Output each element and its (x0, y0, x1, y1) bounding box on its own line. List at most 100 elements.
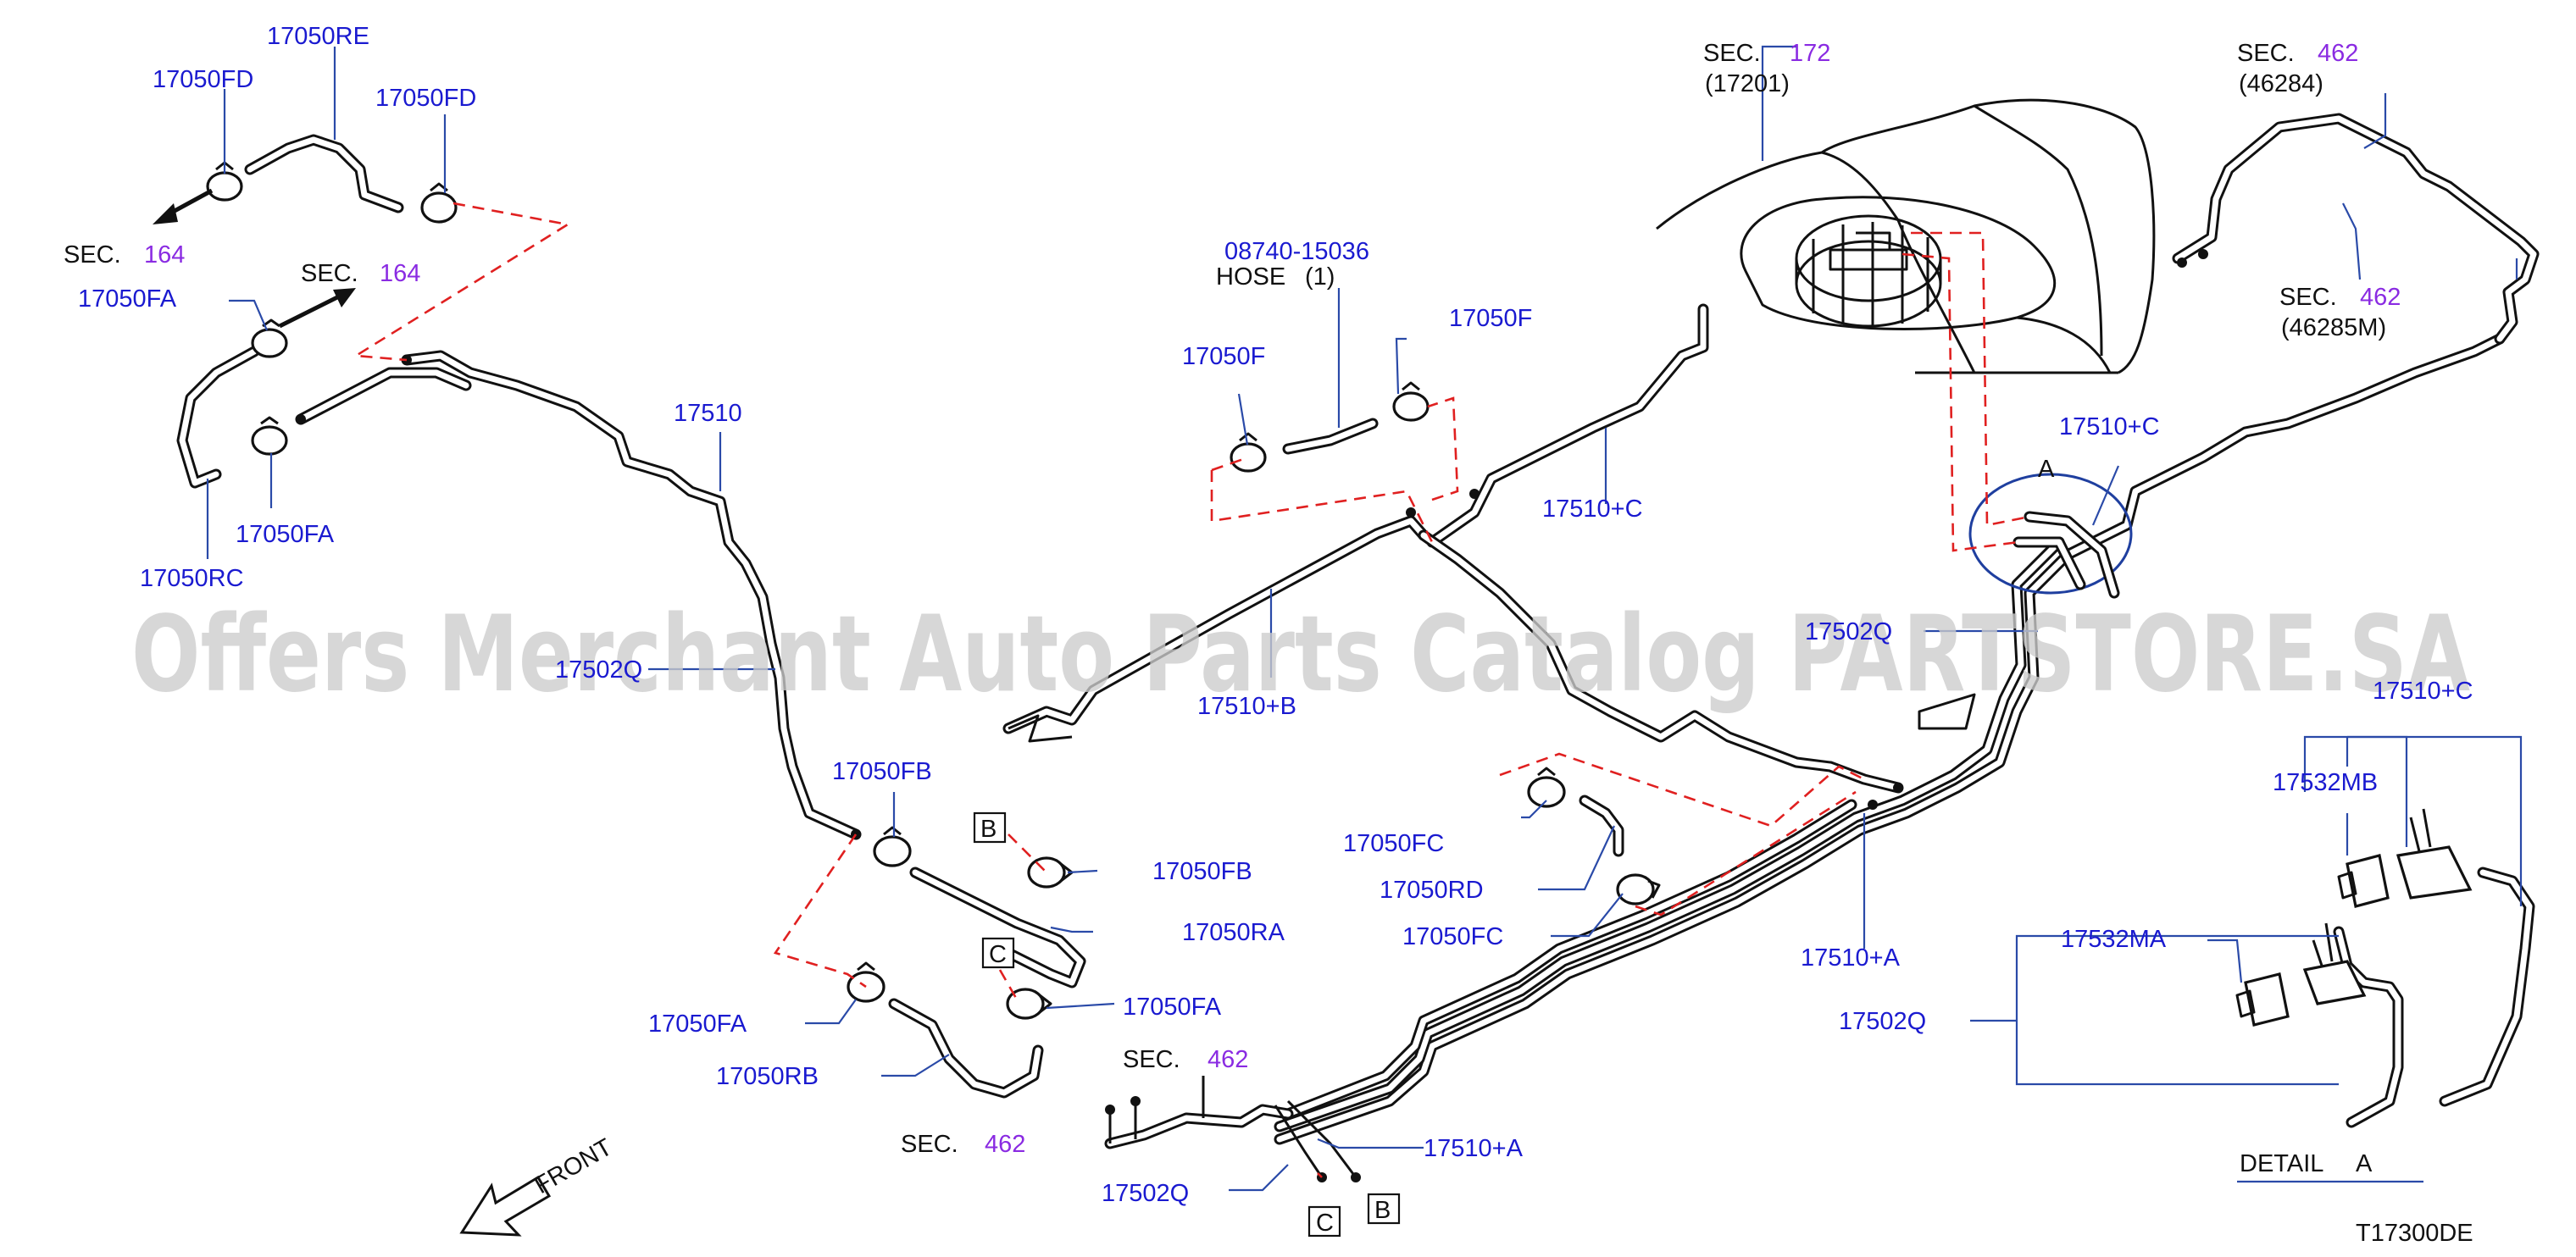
label-hose-name: HOSE (1216, 263, 1285, 291)
label-17050rc: 17050RC (140, 565, 244, 592)
label-detail: DETAIL (2240, 1150, 2323, 1177)
label-diagram-code: T17300DE (2356, 1220, 2473, 1247)
label-sec-462-mid: 462 (2360, 284, 2401, 311)
label-sec-164-right: 164 (380, 260, 420, 287)
watermark: Offers Merchant Auto Parts Catalog PARTS… (131, 594, 2470, 716)
label-17050fd-right: 17050FD (375, 85, 476, 112)
label-sec-172: 172 (1790, 40, 1830, 67)
label-sec-462-low: 462 (985, 1131, 1025, 1158)
fuel-pump-flange (1795, 214, 1942, 328)
clamp-17050fd-right (420, 182, 458, 224)
label-17050rd: 17050RD (1380, 877, 1484, 904)
clamp-17050fc-top (1527, 767, 1566, 808)
label-ref-46285m: (46285M) (2281, 314, 2386, 341)
label-17050f-right: 17050F (1449, 305, 1532, 332)
label-17510: 17510 (674, 400, 742, 427)
callout-box-b-upper (973, 811, 1007, 844)
label-17050f-left: 17050F (1182, 343, 1265, 370)
callout-b-upper-text: B (980, 816, 997, 843)
fuel-tank (1656, 98, 2156, 374)
label-sec-word-462-lowmid: SEC. (1123, 1046, 1180, 1073)
label-17532ma: 17532MA (2061, 926, 2167, 953)
label-17050fb-top: 17050FB (832, 758, 932, 785)
label-17510b: 17510+B (1197, 693, 1296, 720)
clamp-17050fa-mid (251, 416, 288, 456)
label-sec-word-462-top: SEC. (2237, 40, 2295, 67)
label-sec-word-462-mid: SEC. (2279, 284, 2337, 311)
leader-lines (206, 45, 2523, 1192)
label-17050ra: 17050RA (1182, 919, 1285, 946)
connector-a-upper (2396, 808, 2473, 900)
label-17510c-center: 17510+C (1542, 496, 1643, 523)
label-ref-17201: (17201) (1705, 70, 1790, 97)
clamps (206, 161, 1661, 1020)
label-17510a-mid: 17510+A (1801, 944, 1901, 972)
clamp-17050fb-left (873, 826, 912, 867)
detail-a-circle (1968, 473, 2133, 595)
callout-b-lower-text: B (1374, 1197, 1391, 1224)
label-17050re: 17050RE (267, 23, 369, 50)
label-17502q-low: 17502Q (1102, 1180, 1189, 1207)
detail-a-fittings (2235, 808, 2535, 1128)
clamp-17050fa-low (847, 961, 886, 1003)
clamp-17050fa-low-right (1006, 988, 1052, 1020)
tube-17510 (295, 350, 862, 840)
label-17510c-right: 17510+C (2059, 413, 2160, 440)
label-sec-462-top: 462 (2318, 40, 2358, 67)
label-ref-46284: (46284) (2239, 70, 2323, 97)
label-sec-word-164-left: SEC. (64, 241, 121, 269)
label-17502q-center: 17502Q (1805, 618, 1892, 645)
clamp-17050f-left (1230, 432, 1267, 473)
hose-17050re (244, 134, 404, 213)
callout-c-lower-text: C (1316, 1210, 1334, 1237)
label-detail-a-letter: A (2038, 456, 2055, 483)
hose-17050rc (176, 346, 260, 489)
arrow-sec164-right (278, 288, 356, 329)
connector-a-lower (2302, 922, 2367, 1005)
dashed-guides (352, 202, 2030, 1178)
clamp-17050fb-right (1027, 856, 1074, 889)
hose-17050ra (909, 867, 1086, 988)
label-17050fa-top: 17050FA (78, 285, 177, 313)
label-sec-word-172: SEC. (1703, 40, 1761, 67)
label-17050fd-left: 17050FD (153, 66, 253, 93)
callout-box-c-lower (1307, 1205, 1341, 1238)
label-17050fc-bottom: 17050FC (1402, 923, 1503, 950)
fitting-17532mb (2337, 854, 2390, 908)
fitting-17532ma (2235, 972, 2290, 1027)
clamp-17050f-right (1392, 381, 1430, 422)
front-arrow-icon (459, 1175, 552, 1237)
callout-c-upper-text: C (989, 941, 1007, 968)
label-17510a-low: 17510+A (1424, 1135, 1524, 1162)
tube-long-diagonal-bundle (1274, 333, 2506, 1145)
label-front: FRONT (530, 1133, 618, 1199)
clamp-17050fc-bottom (1616, 873, 1661, 905)
hose-17050rb (888, 998, 1044, 1099)
tube-central-bundle (1418, 529, 1904, 794)
label-17050fa-mid: 17050FA (236, 521, 335, 548)
label-hose-qty: (1) (1305, 263, 1335, 291)
tube-right-462 (2172, 113, 2540, 345)
label-17050fa-low-left: 17050FA (648, 1011, 747, 1038)
label-17050fc-top: 17050FC (1343, 830, 1444, 857)
label-sec-462-lowmid: 462 (1208, 1046, 1248, 1073)
tube-17510c-upper (1426, 303, 1709, 548)
label-detail-letter: A (2356, 1150, 2373, 1177)
label-17502q-left: 17502Q (555, 656, 642, 684)
hose-17050rd (1579, 795, 1624, 857)
label-17050fb-right: 17050FB (1152, 858, 1252, 885)
label-sec-word-164-right: SEC. (301, 260, 358, 287)
label-17050fa-low-right: 17050FA (1123, 994, 1222, 1021)
label-17510c-detail: 17510+C (2373, 678, 2473, 705)
clamp-17050fa-top (251, 318, 288, 358)
label-17050rb: 17050RB (716, 1063, 819, 1090)
label-hose-part: 08740-15036 (1224, 238, 1369, 265)
label-17532mb: 17532MB (2273, 769, 2378, 796)
label-sec-word-462-low: SEC. (901, 1131, 958, 1158)
tube-17510b (1002, 515, 1430, 743)
callout-box-b-lower (1367, 1193, 1401, 1225)
hose-08740-15036 (1282, 418, 1379, 455)
label-sec-164-left: 164 (144, 241, 185, 269)
arrow-sec164-left (153, 188, 214, 224)
